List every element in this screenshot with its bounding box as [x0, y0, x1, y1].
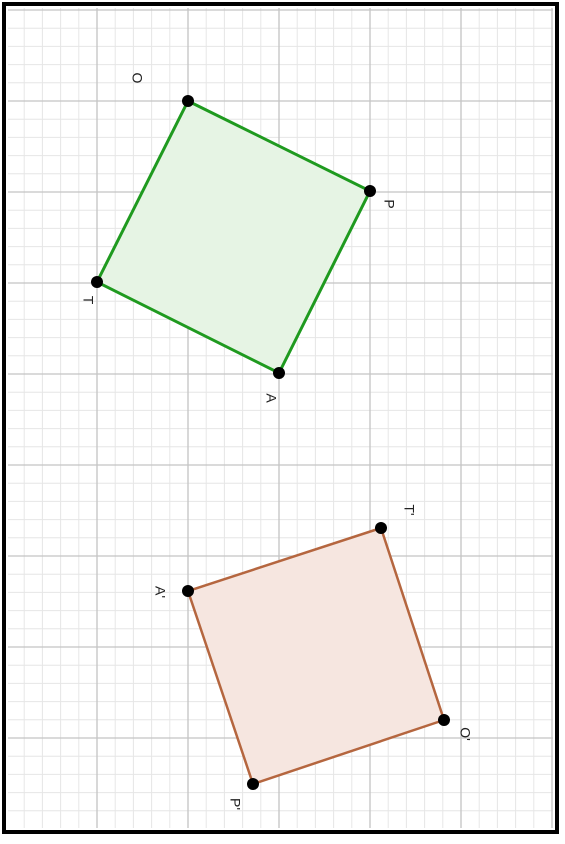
point-P-prime[interactable]	[247, 778, 259, 790]
label-A: A	[263, 393, 279, 403]
point-T[interactable]	[91, 276, 103, 288]
label-A-prime: A'	[152, 586, 168, 598]
point-O[interactable]	[182, 95, 194, 107]
point-O-prime[interactable]	[438, 714, 450, 726]
vertex-labels: O P A T T' O' P' A'	[80, 73, 473, 810]
point-A[interactable]	[273, 367, 285, 379]
canvas-border	[2, 2, 559, 834]
point-T-prime[interactable]	[375, 522, 387, 534]
label-O-prime: O'	[457, 727, 473, 741]
label-T: T	[80, 296, 96, 305]
vertex-points	[91, 95, 450, 790]
label-P-prime: P'	[227, 798, 243, 810]
point-P[interactable]	[364, 185, 376, 197]
label-P: P	[381, 199, 397, 208]
label-O: O	[129, 73, 145, 84]
label-T-prime: T'	[401, 504, 417, 515]
point-A-prime[interactable]	[182, 585, 194, 597]
